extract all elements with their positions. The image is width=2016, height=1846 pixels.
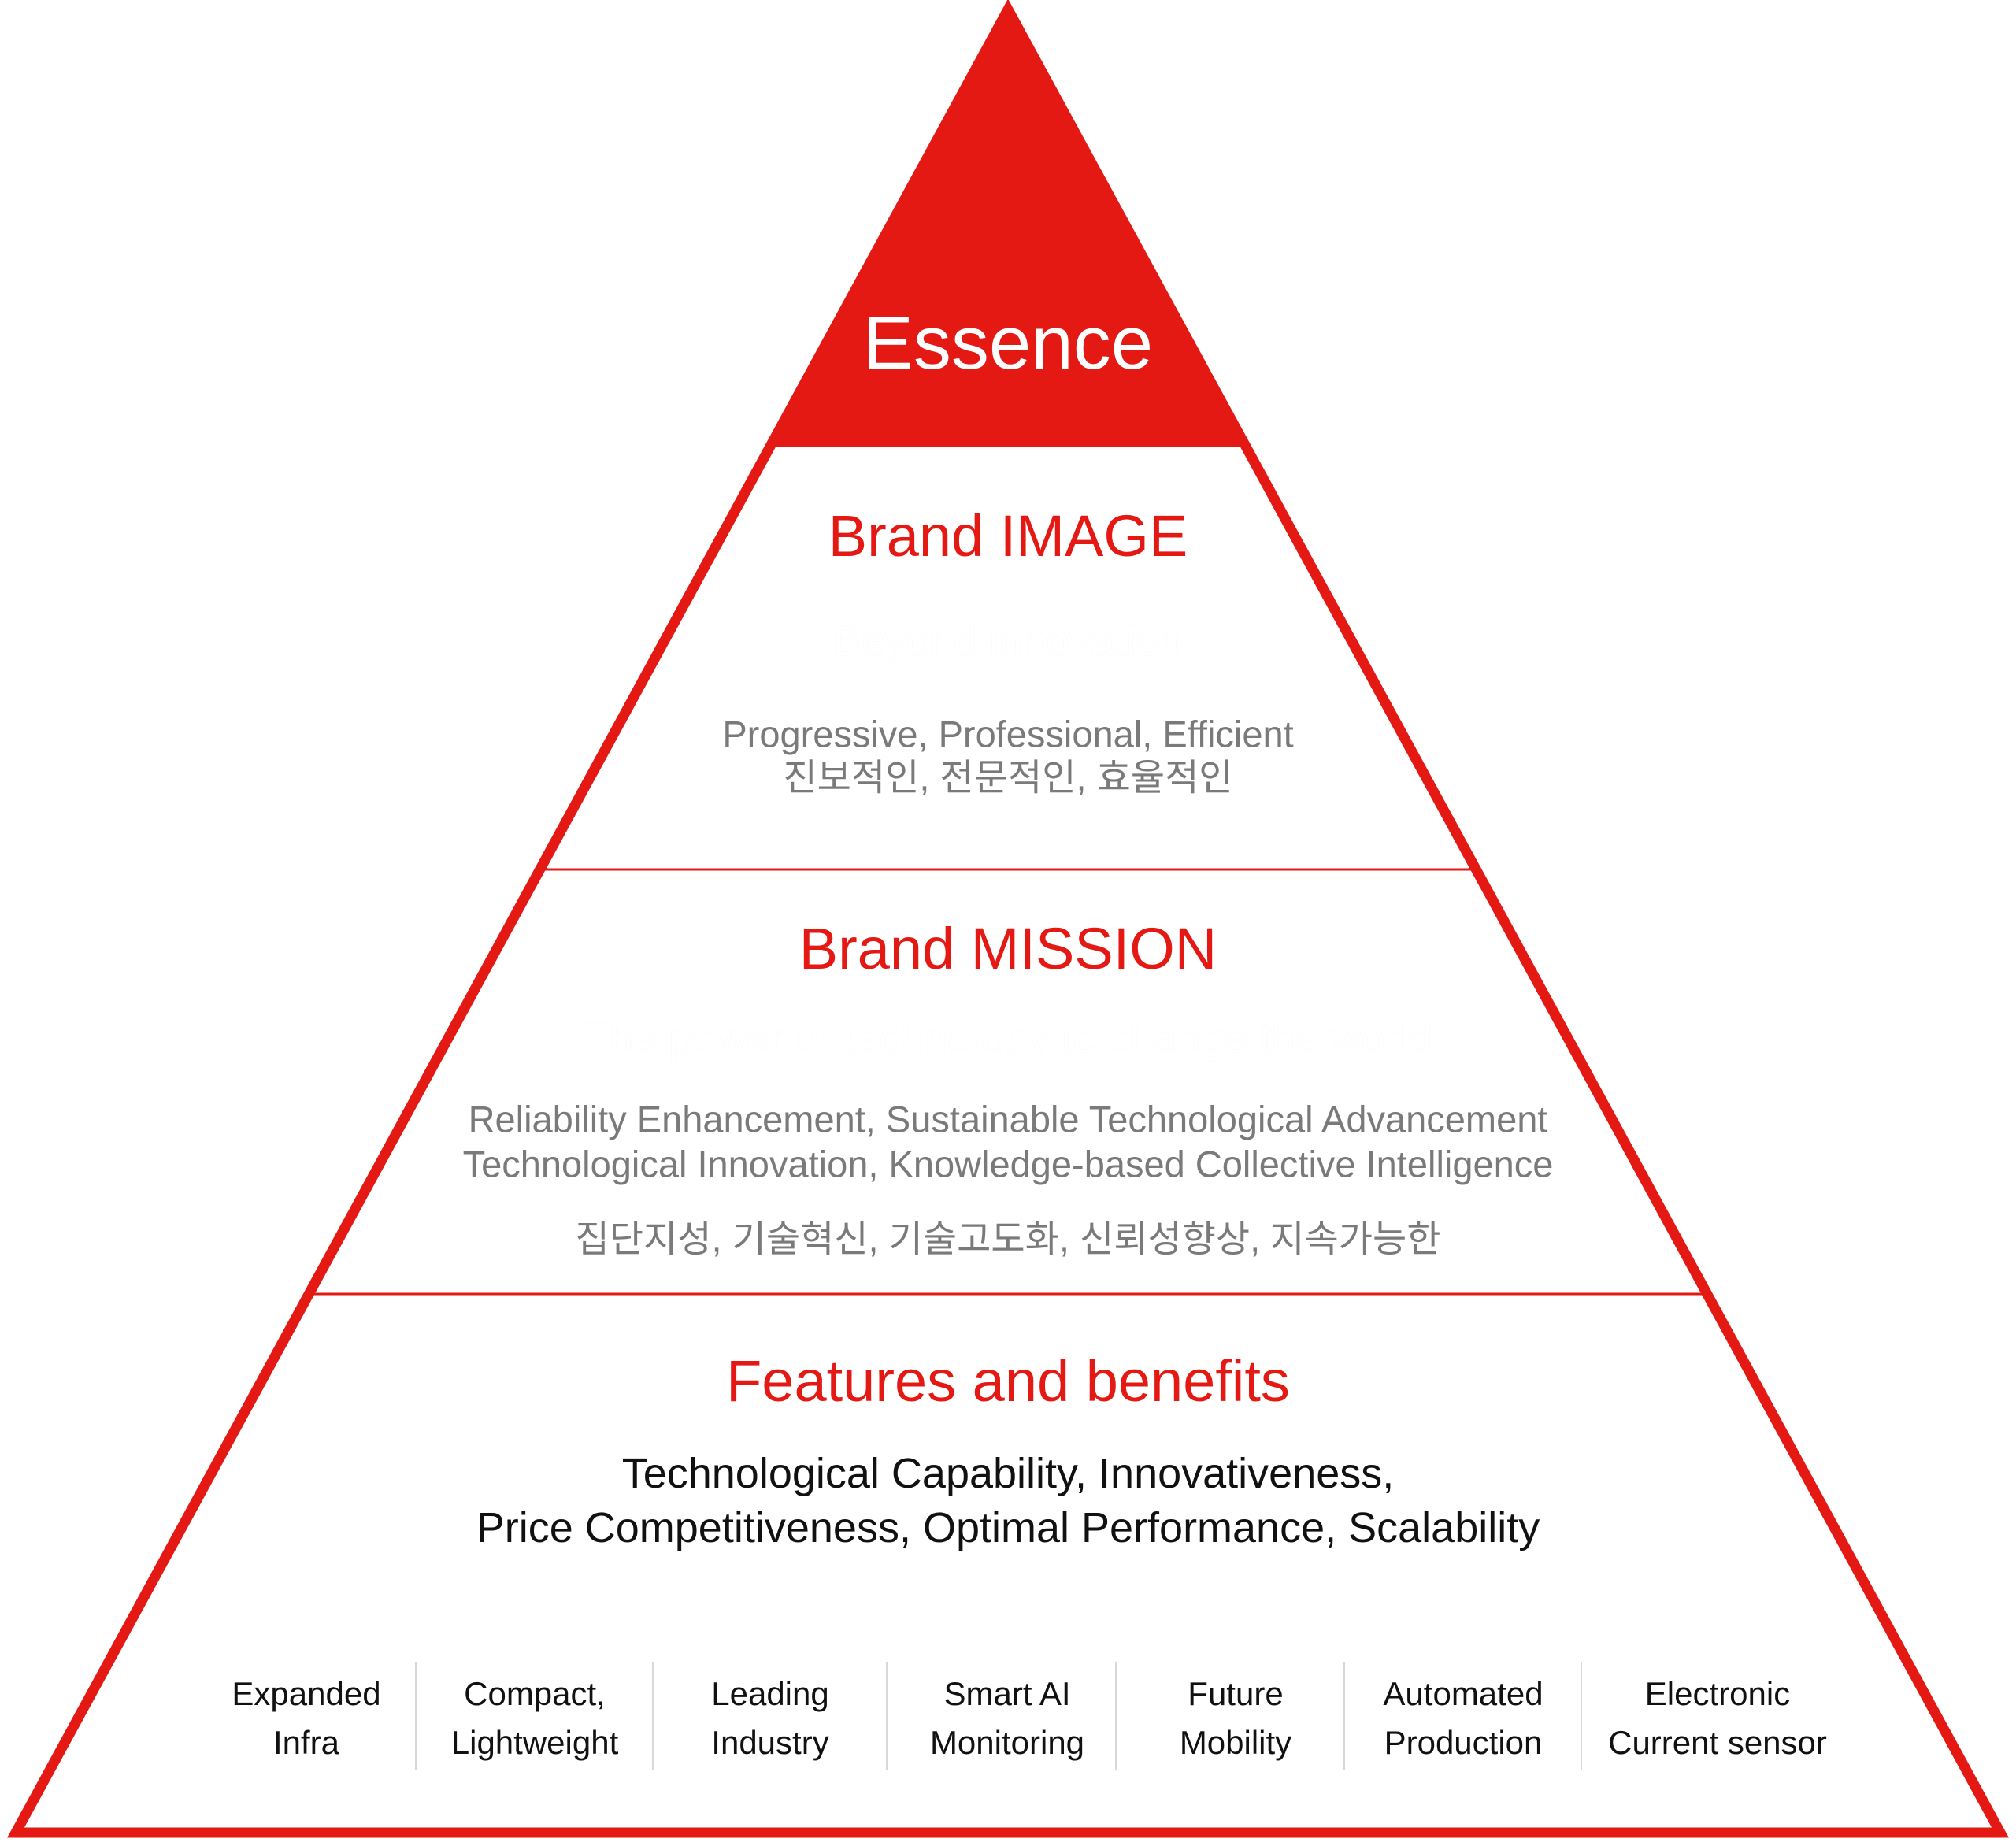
feature-line: Expanded: [232, 1675, 381, 1712]
brand-image-values-ko: 진보적인, 전문적인, 효율적인: [783, 756, 1233, 799]
feature-divider: [1581, 1662, 1582, 1770]
feature-line: Production: [1384, 1724, 1543, 1761]
feature-line: Smart AI: [943, 1675, 1071, 1712]
feature-line: Future: [1188, 1675, 1284, 1712]
feature-divider: [415, 1662, 417, 1770]
essence-apex: [772, 3, 1244, 447]
feature-item: Smart AI Monitoring: [893, 1670, 1121, 1767]
brand-mission-values-en-2: Technological Innovation, Knowledge-base…: [462, 1143, 1554, 1185]
feature-line: Industry: [711, 1724, 829, 1761]
feature-line: Mobility: [1179, 1724, 1292, 1761]
feature-line: Leading: [711, 1675, 829, 1712]
pyramid-outline: [7, 0, 2009, 1838]
feature-line: Monitoring: [929, 1724, 1085, 1761]
feature-line: Compact,: [464, 1675, 606, 1712]
feature-divider: [652, 1662, 654, 1770]
feature-line: Current sensor: [1608, 1724, 1827, 1761]
features-line-1: Technological Capability, Innovativeness…: [621, 1450, 1395, 1497]
brand-mission-values-ko: 집단지성, 기술혁신, 기술고도화, 신뢰성향상, 지속가능한: [575, 1218, 1441, 1260]
feature-line: Lightweight: [450, 1724, 619, 1761]
essence-title: Essence: [862, 301, 1154, 385]
brand-image-title: Brand IMAGE: [828, 503, 1188, 569]
feature-item: Compact, Lightweight: [421, 1670, 649, 1767]
brand-image-values-en: Progressive, Professional, Efficient: [722, 713, 1294, 755]
features-title: Features and benefits: [726, 1348, 1290, 1414]
brand-mission-values-en-1: Reliability Enhancement, Sustainable Tec…: [468, 1098, 1548, 1140]
feature-divider: [1343, 1662, 1345, 1770]
brand-image-slogan: Beyond innovation: [832, 617, 1184, 665]
feature-line: Electronic: [1644, 1675, 1791, 1712]
brand-mission-title: Brand MISSION: [799, 916, 1217, 981]
features-line-2: Price Competitiveness, Optimal Performan…: [476, 1504, 1540, 1551]
brand-mission-slogan: The power of technology to change the wo…: [584, 1014, 1432, 1062]
feature-divider: [1115, 1662, 1117, 1770]
feature-line: Infra: [272, 1724, 340, 1761]
feature-line: Automated: [1383, 1675, 1544, 1712]
feature-divider: [886, 1662, 888, 1770]
